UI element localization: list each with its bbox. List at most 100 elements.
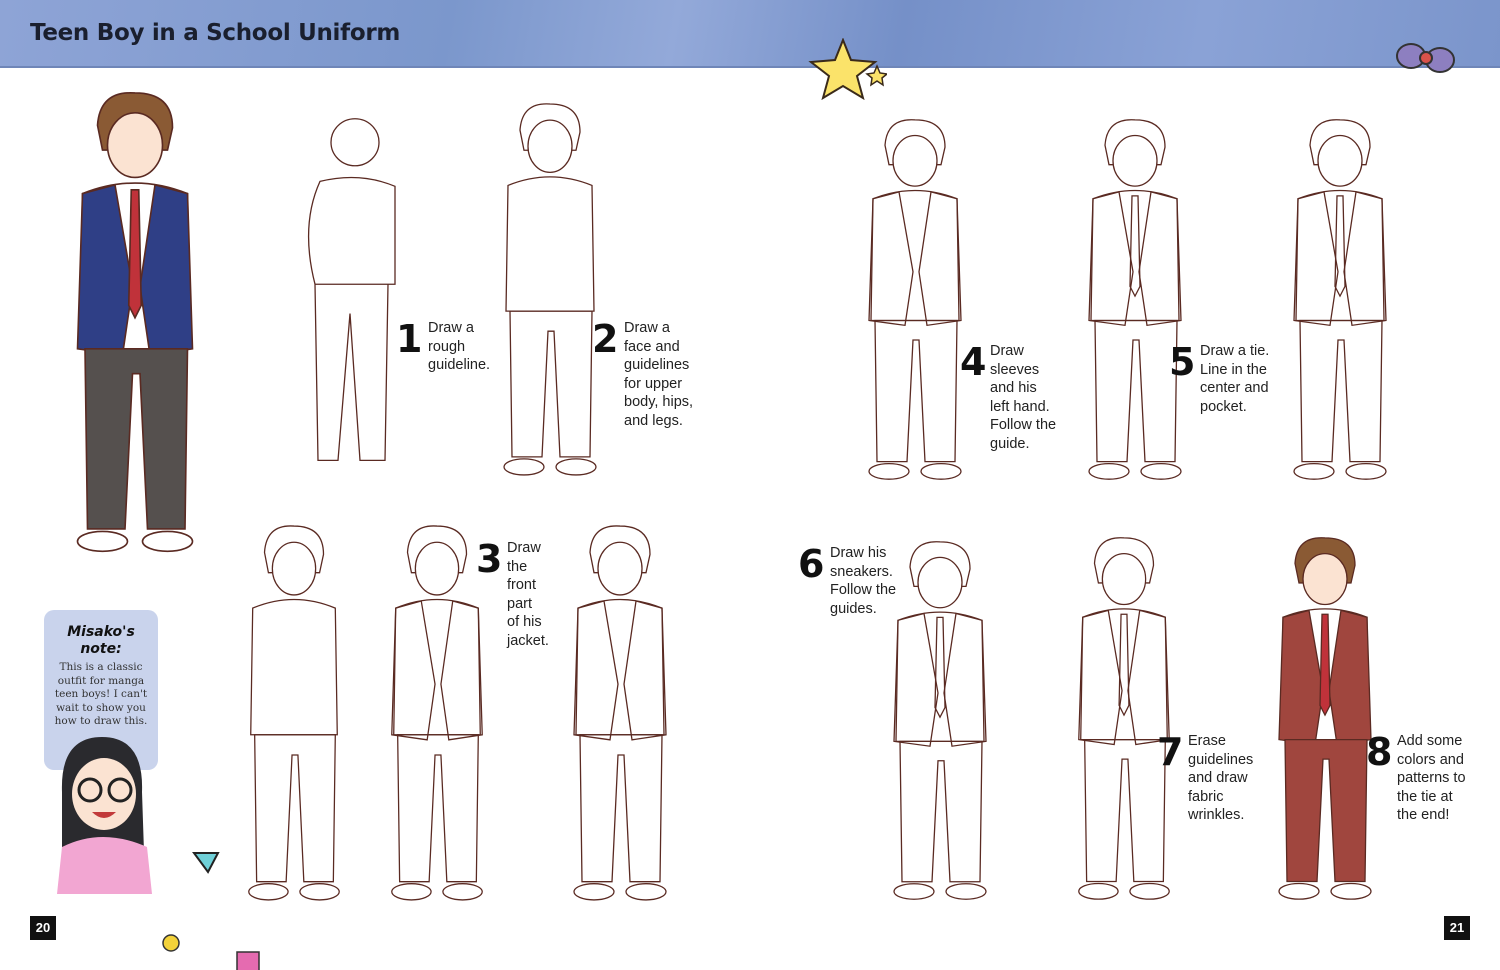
step-number-2: 2 [592,317,619,361]
step-text-6: Draw his sneakers. Follow the guides. [830,545,897,617]
torso [1295,189,1385,322]
tie [1319,613,1331,717]
shoe-left [76,530,129,553]
legs [84,348,189,530]
tie [127,189,143,320]
shoe-left [1278,882,1320,900]
jacket [1088,191,1182,327]
step-text-2: Draw a face and guidelines for upper bod… [624,320,694,429]
note-text: This is a classic outfit for manga teen … [54,661,148,727]
step-number-1: 1 [396,317,423,361]
shoe-right [945,883,987,900]
legs [1084,738,1166,883]
torso [1080,608,1168,741]
legs [874,319,958,463]
shoe-right [920,462,962,480]
step-text-1: Draw a rough guideline. [428,320,491,373]
shoe-right [1345,462,1387,480]
page-header: Teen Boy in a School Uniform [0,0,1500,68]
step-text-8: Add some colors and patterns to the tie … [1397,733,1466,823]
step-text-5: Draw a tie. Line in the center and pocke… [1200,343,1270,415]
legs [899,740,983,883]
step-text-7: Erase guidelines and draw fabric wrinkle… [1188,733,1254,823]
head-guide [330,118,380,167]
tie [1334,195,1346,298]
shoe-left [1293,462,1335,480]
step-number-5: 5 [1169,340,1196,384]
face [1302,552,1348,606]
shoe-right [442,883,483,901]
step-number-4: 4 [960,340,987,384]
step2-figure [490,100,610,482]
jacket [76,183,194,356]
shoe-left [503,458,545,476]
shoe-right [625,883,667,901]
jacket [893,612,987,747]
tie [1118,613,1130,717]
step-text-3: Draw the front part of his jacket. [507,540,549,649]
step7-figure [1065,534,1183,906]
jacket [868,191,962,327]
step-number-8: 8 [1366,730,1393,774]
page-title: Teen Boy in a School Uniform [30,20,401,46]
bow-icon [1396,43,1455,73]
shoe-left [391,883,432,901]
shoe-left [1088,462,1130,480]
shoe-left [573,883,615,901]
legs [579,734,663,883]
shoe-left [1078,882,1119,900]
face [527,119,573,174]
step3-figure-a [235,522,353,907]
note-title: Misako's note: [67,624,135,657]
colored-boy-illustration [60,88,210,560]
shoe-right [555,458,597,476]
star-icon [808,38,887,100]
shoe-right [141,530,194,553]
legs [1299,319,1383,463]
legs [397,734,479,883]
legs [1284,738,1368,883]
face [1317,134,1363,187]
page-number-right: 21 [1444,916,1470,940]
jacket [391,600,483,741]
legs [509,310,593,458]
shoe-right [1140,462,1182,480]
torso [250,598,338,736]
step3-figure-c [560,522,680,907]
jacket [1293,191,1387,327]
page-number-left: 20 [30,916,56,940]
torso [895,611,985,742]
jacket [573,600,667,741]
triangle-decoration-icon [192,852,220,874]
shoe-right [1330,882,1372,900]
shoe-left [248,883,289,901]
face [597,541,643,596]
face [1101,552,1147,606]
torso [1090,189,1180,322]
step-text-4: Draw sleeves and his left hand. Follow t… [990,343,1057,452]
coin-decoration-icon [162,934,180,952]
step5-figure-a [1075,116,1195,486]
legs [1094,319,1178,463]
legs [254,734,336,883]
shoe-right [1129,882,1170,900]
face [892,134,938,187]
step4-figure [855,116,975,486]
torso [870,189,960,322]
step-number-3: 3 [476,537,503,581]
face [106,112,164,179]
jacket [1278,609,1372,746]
face [1112,134,1158,187]
step3-figure-b [378,522,496,907]
step5-figure-b [1280,116,1400,486]
step-number-6: 6 [798,542,825,586]
torso [393,598,481,736]
torso [575,598,665,736]
torso [505,176,595,312]
tie [1129,195,1141,298]
shoe-left [868,462,910,480]
pink-decoration-icon [236,951,260,970]
step6-figure [880,538,1000,906]
body-guide [307,176,396,462]
face [414,541,460,596]
